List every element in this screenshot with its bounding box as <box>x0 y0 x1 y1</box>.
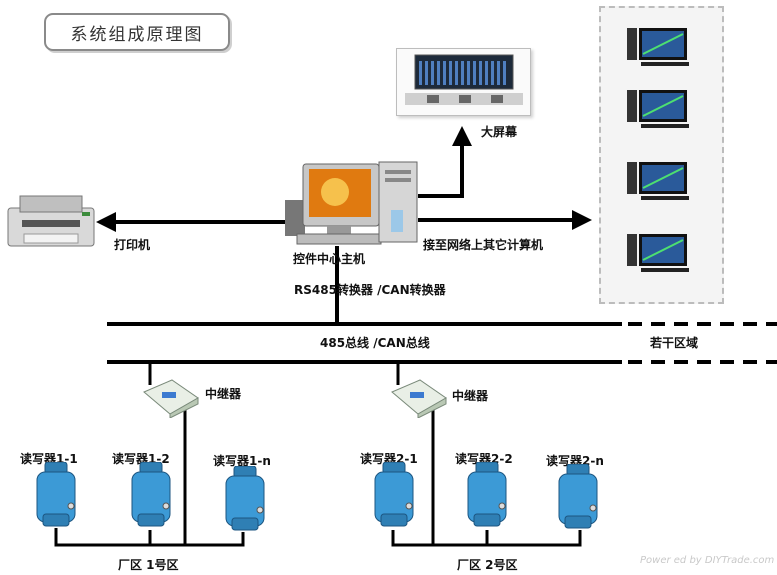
screen-link <box>418 126 472 198</box>
reader-icon-1-2 <box>131 462 171 527</box>
computer-icon-2 <box>627 90 689 128</box>
reader-icon-2-2 <box>467 462 507 527</box>
big-screen-frame <box>396 48 531 116</box>
network-computers-icons <box>627 28 689 272</box>
printer-label: 打印机 <box>114 238 151 252</box>
reader-icon-2-1 <box>374 462 414 527</box>
converter-label: RS485转换器 /CAN转换器 <box>294 283 446 297</box>
area-1-label: 厂区 1号区 <box>118 558 179 572</box>
big-screen-label: 大屏幕 <box>481 125 518 139</box>
reader-2-2-label: 读写器2-2 <box>455 452 513 466</box>
computer-icon-3 <box>627 162 689 200</box>
area2-wiring <box>391 402 435 547</box>
other-computers-label: 接至网络上其它计算机 <box>423 238 544 252</box>
reader-icon-1-n <box>225 466 265 531</box>
other-areas-label: 若干区域 <box>650 336 699 350</box>
repeater-2-label: 中继器 <box>452 389 489 403</box>
computer-icon-4 <box>627 234 689 272</box>
watermark: Power ed by DIYTrade.com <box>640 555 775 566</box>
network-computers-panel <box>599 6 724 304</box>
control-center-computer-icon <box>285 161 418 245</box>
reader-icon-1-1 <box>36 462 76 527</box>
computer-icon-1 <box>627 28 689 66</box>
area1-wiring <box>54 402 187 547</box>
printer-icon <box>7 195 95 247</box>
diagram-title: 系统组成原理图 <box>44 13 230 51</box>
reader-2-n-label: 读写器2-n <box>546 454 604 468</box>
repeater-icon-1 <box>143 379 199 418</box>
reader-icon-2-n <box>558 464 598 529</box>
reader-1-n-label: 读写器1-n <box>213 454 271 468</box>
control-center-label: 控件中心主机 <box>293 252 366 266</box>
bus-label: 485总线 /CAN总线 <box>320 336 430 350</box>
big-screen-icon <box>405 54 523 105</box>
repeater-icon-2 <box>391 379 447 418</box>
area-2-label: 厂区 2号区 <box>457 558 518 572</box>
repeater-1-label: 中继器 <box>205 387 242 401</box>
